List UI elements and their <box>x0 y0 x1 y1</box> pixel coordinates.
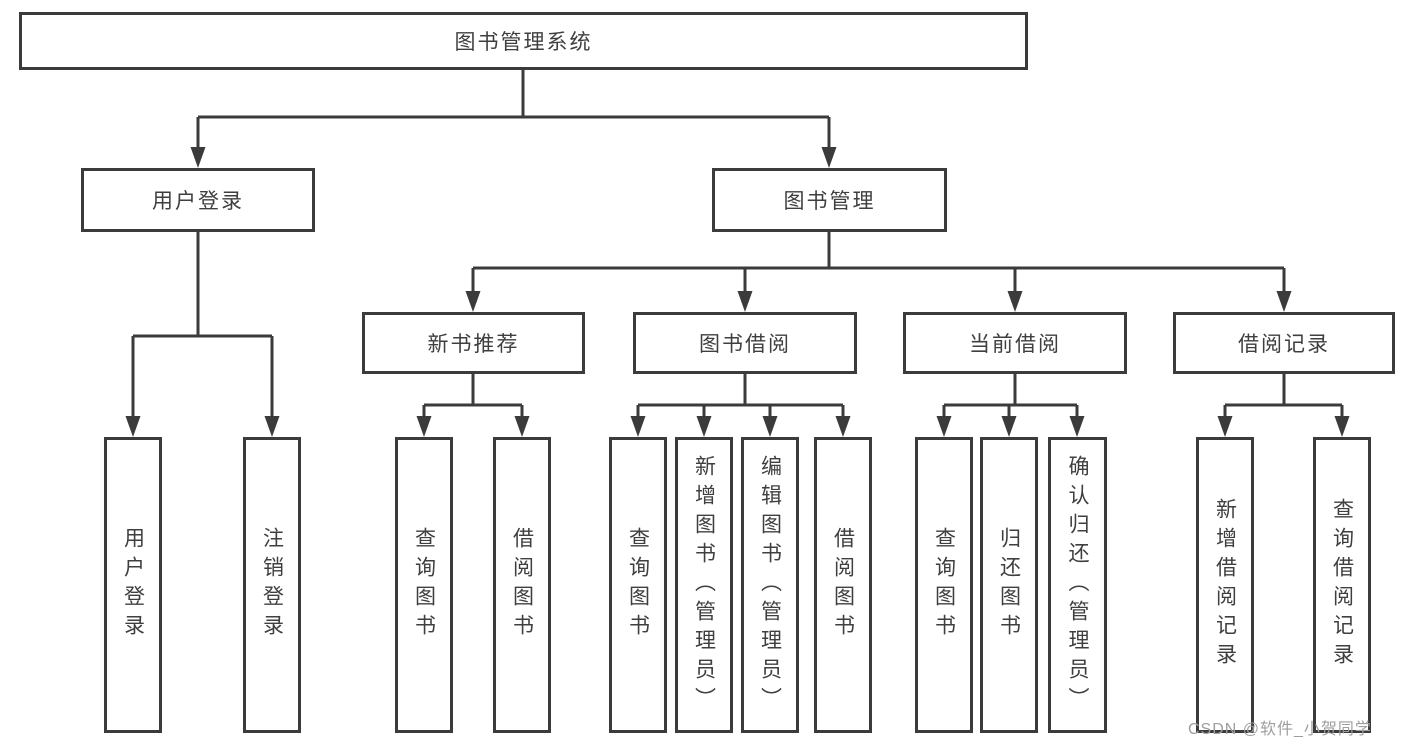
leaf-logout-label: 注销登录 <box>260 527 284 643</box>
connector-borrow-record-branch <box>1223 374 1344 420</box>
connector-user-login-branch <box>131 232 274 420</box>
leaf-edit-book-admin: 编辑图书（管理员） <box>741 437 799 733</box>
node-user-login-group-label: 用户登录 <box>152 190 244 213</box>
node-book-management-label: 图书管理 <box>783 190 876 213</box>
node-book-borrowing: 图书借阅 <box>633 312 857 374</box>
node-borrowing-records-label: 借阅记录 <box>1238 333 1330 356</box>
leaf-borrow-book-recommend-label: 借阅图书 <box>510 527 534 643</box>
leaf-return-book: 归还图书 <box>980 437 1038 733</box>
leaf-borrow-book-label: 借阅图书 <box>831 527 855 643</box>
leaf-borrow-book-recommend: 借阅图书 <box>493 437 551 733</box>
node-current-borrowing: 当前借阅 <box>903 312 1127 374</box>
connector-root-to-level2 <box>196 70 831 150</box>
leaf-user-login-label: 用户登录 <box>121 527 145 643</box>
leaf-add-book-admin: 新增图书（管理员） <box>675 437 733 733</box>
watermark-text: CSDN @软件_小贺同学 <box>1188 721 1372 738</box>
node-user-login-group: 用户登录 <box>81 168 315 232</box>
leaf-query-book-current-label: 查询图书 <box>932 527 956 643</box>
node-book-borrowing-label: 图书借阅 <box>699 333 791 356</box>
leaf-add-borrow-record: 新增借阅记录 <box>1196 437 1254 733</box>
node-book-management: 图书管理 <box>712 168 947 232</box>
node-root: 图书管理系统 <box>19 12 1028 70</box>
leaf-query-borrow-record: 查询借阅记录 <box>1313 437 1371 733</box>
connector-book-borrow-branch <box>636 374 845 420</box>
leaf-borrow-book: 借阅图书 <box>814 437 872 733</box>
connector-book-mgmt-to-level3 <box>471 232 1286 295</box>
leaf-query-borrow-record-label: 查询借阅记录 <box>1330 498 1354 672</box>
leaf-edit-book-admin-label: 编辑图书（管理员） <box>758 454 782 716</box>
leaf-confirm-return-admin-label: 确认归还（管理员） <box>1066 454 1089 716</box>
node-borrowing-records: 借阅记录 <box>1173 312 1395 374</box>
node-root-label: 图书管理系统 <box>454 31 593 54</box>
leaf-query-book-recommend-label: 查询图书 <box>412 527 436 643</box>
connector-new-book-branch <box>422 374 524 420</box>
arrowheads <box>125 147 1350 437</box>
leaf-user-login: 用户登录 <box>104 437 162 733</box>
node-new-book-recommend-label: 新书推荐 <box>427 333 520 356</box>
leaf-return-book-label: 归还图书 <box>997 527 1021 643</box>
leaf-logout: 注销登录 <box>243 437 301 733</box>
leaf-add-borrow-record-label: 新增借阅记录 <box>1213 498 1237 672</box>
leaf-add-book-admin-label: 新增图书（管理员） <box>692 454 716 716</box>
leaf-query-book-current: 查询图书 <box>915 437 973 733</box>
leaf-query-book-recommend: 查询图书 <box>395 437 453 733</box>
node-current-borrowing-label: 当前借阅 <box>969 333 1061 356</box>
leaf-query-book-borrowing: 查询图书 <box>609 437 667 733</box>
node-new-book-recommend: 新书推荐 <box>362 312 585 374</box>
leaf-confirm-return-admin: 确认归还（管理员） <box>1048 437 1107 733</box>
connector-current-borrow-branch <box>942 374 1079 420</box>
leaf-query-book-borrowing-label: 查询图书 <box>626 527 650 643</box>
